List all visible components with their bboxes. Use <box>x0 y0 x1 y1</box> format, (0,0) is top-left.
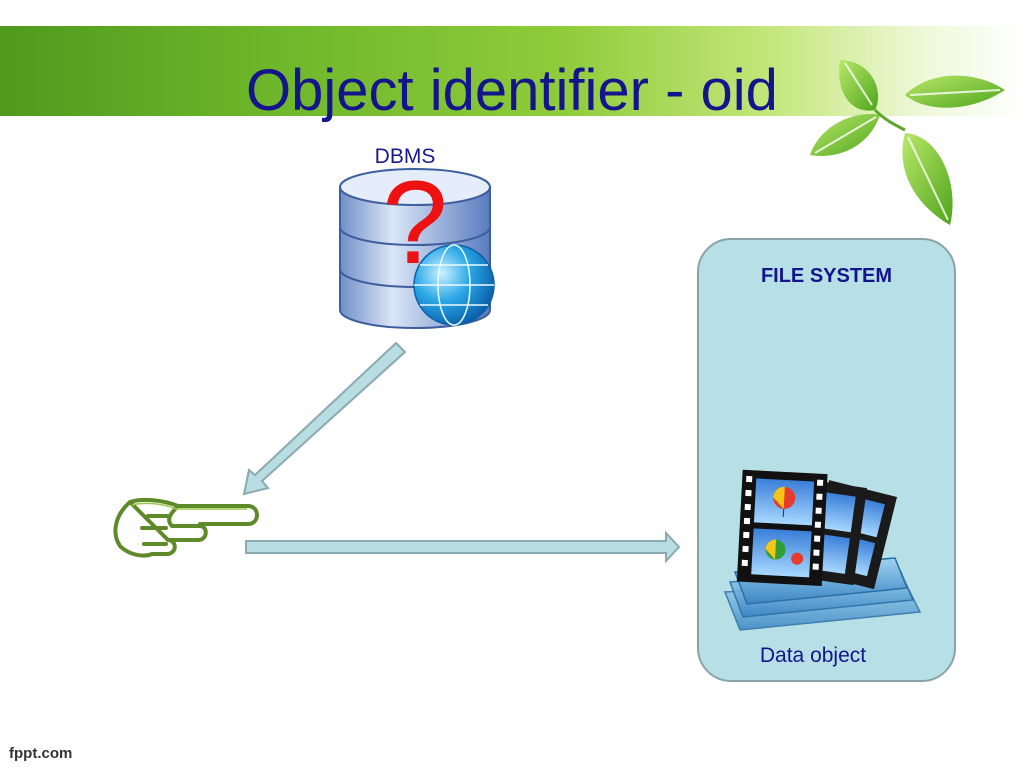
globe-icon <box>413 244 495 326</box>
data-object-label: Data object <box>759 644 867 667</box>
dbms-to-pointer-arrow <box>242 341 407 496</box>
database-icon <box>339 168 495 329</box>
footer-brand: fppt.com <box>9 745 73 762</box>
film-stack-icon <box>723 469 922 631</box>
question-mark: ? <box>382 157 448 289</box>
dbms-label: DBMS <box>374 145 436 168</box>
pointing-hand-icon <box>113 497 259 558</box>
pointer-to-file-arrow <box>245 530 681 564</box>
file-system-label: FILE SYSTEM <box>760 265 893 287</box>
leaves-icon <box>810 60 1005 225</box>
page-title: Object identifier - oid <box>246 58 778 123</box>
